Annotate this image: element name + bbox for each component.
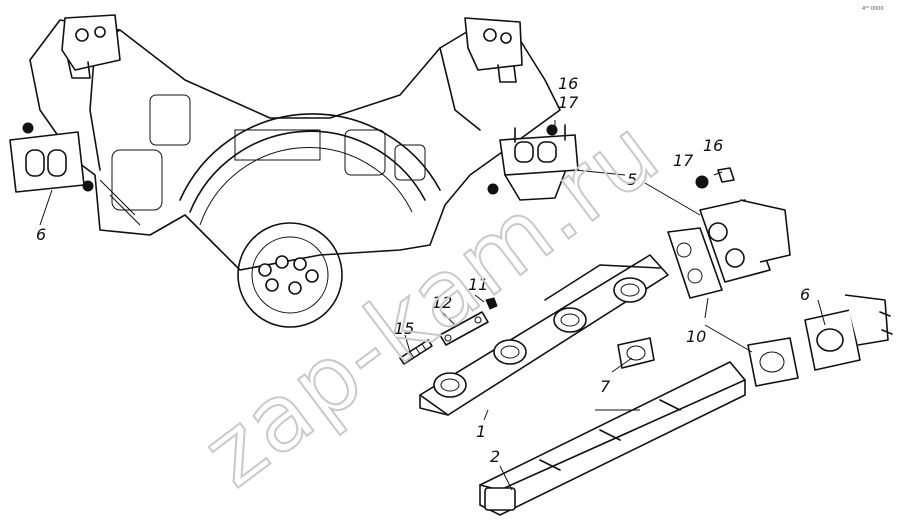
bolt-15 [399,339,433,365]
gasket-10-upper [667,227,723,299]
leader-lines [39,120,826,491]
callout-11: 11 [468,275,488,294]
callout-16-right: 16 [703,136,723,155]
right-cylinder-head [464,17,523,83]
callout-5: 5 [627,170,637,189]
engine-block-outline [9,14,579,328]
exhaust-flange-5 [695,167,791,283]
exhaust-manifold-upper [419,254,669,416]
callout-12: 12 [432,293,452,312]
left-cylinder-head [61,14,121,79]
plate-12 [439,311,489,346]
callout-10: 10 [686,327,706,346]
gasket-10-lower [747,337,799,387]
exhaust-manifold-lower [479,361,746,516]
exhaust-flange-6-right [804,294,893,371]
callout-6-left: 6 [36,225,46,244]
callout-16-top: 16 [558,74,578,93]
gasket-7 [617,337,655,369]
callout-labels: 6 16 17 5 17 16 11 12 15 6 10 7 1 2 [36,74,810,466]
callout-6-right: 6 [800,285,810,304]
left-block-flange [9,122,94,193]
callout-2: 2 [490,447,500,466]
callout-15: 15 [394,319,414,338]
callout-1: 1 [476,422,486,441]
flywheel-bolt-holes [258,255,319,295]
nut-11 [485,297,498,310]
callout-17-top: 17 [558,93,579,112]
callout-17-right: 17 [673,151,694,170]
callout-7: 7 [600,377,611,396]
corner-code: 4⁰⁵ 0000 [862,6,884,12]
